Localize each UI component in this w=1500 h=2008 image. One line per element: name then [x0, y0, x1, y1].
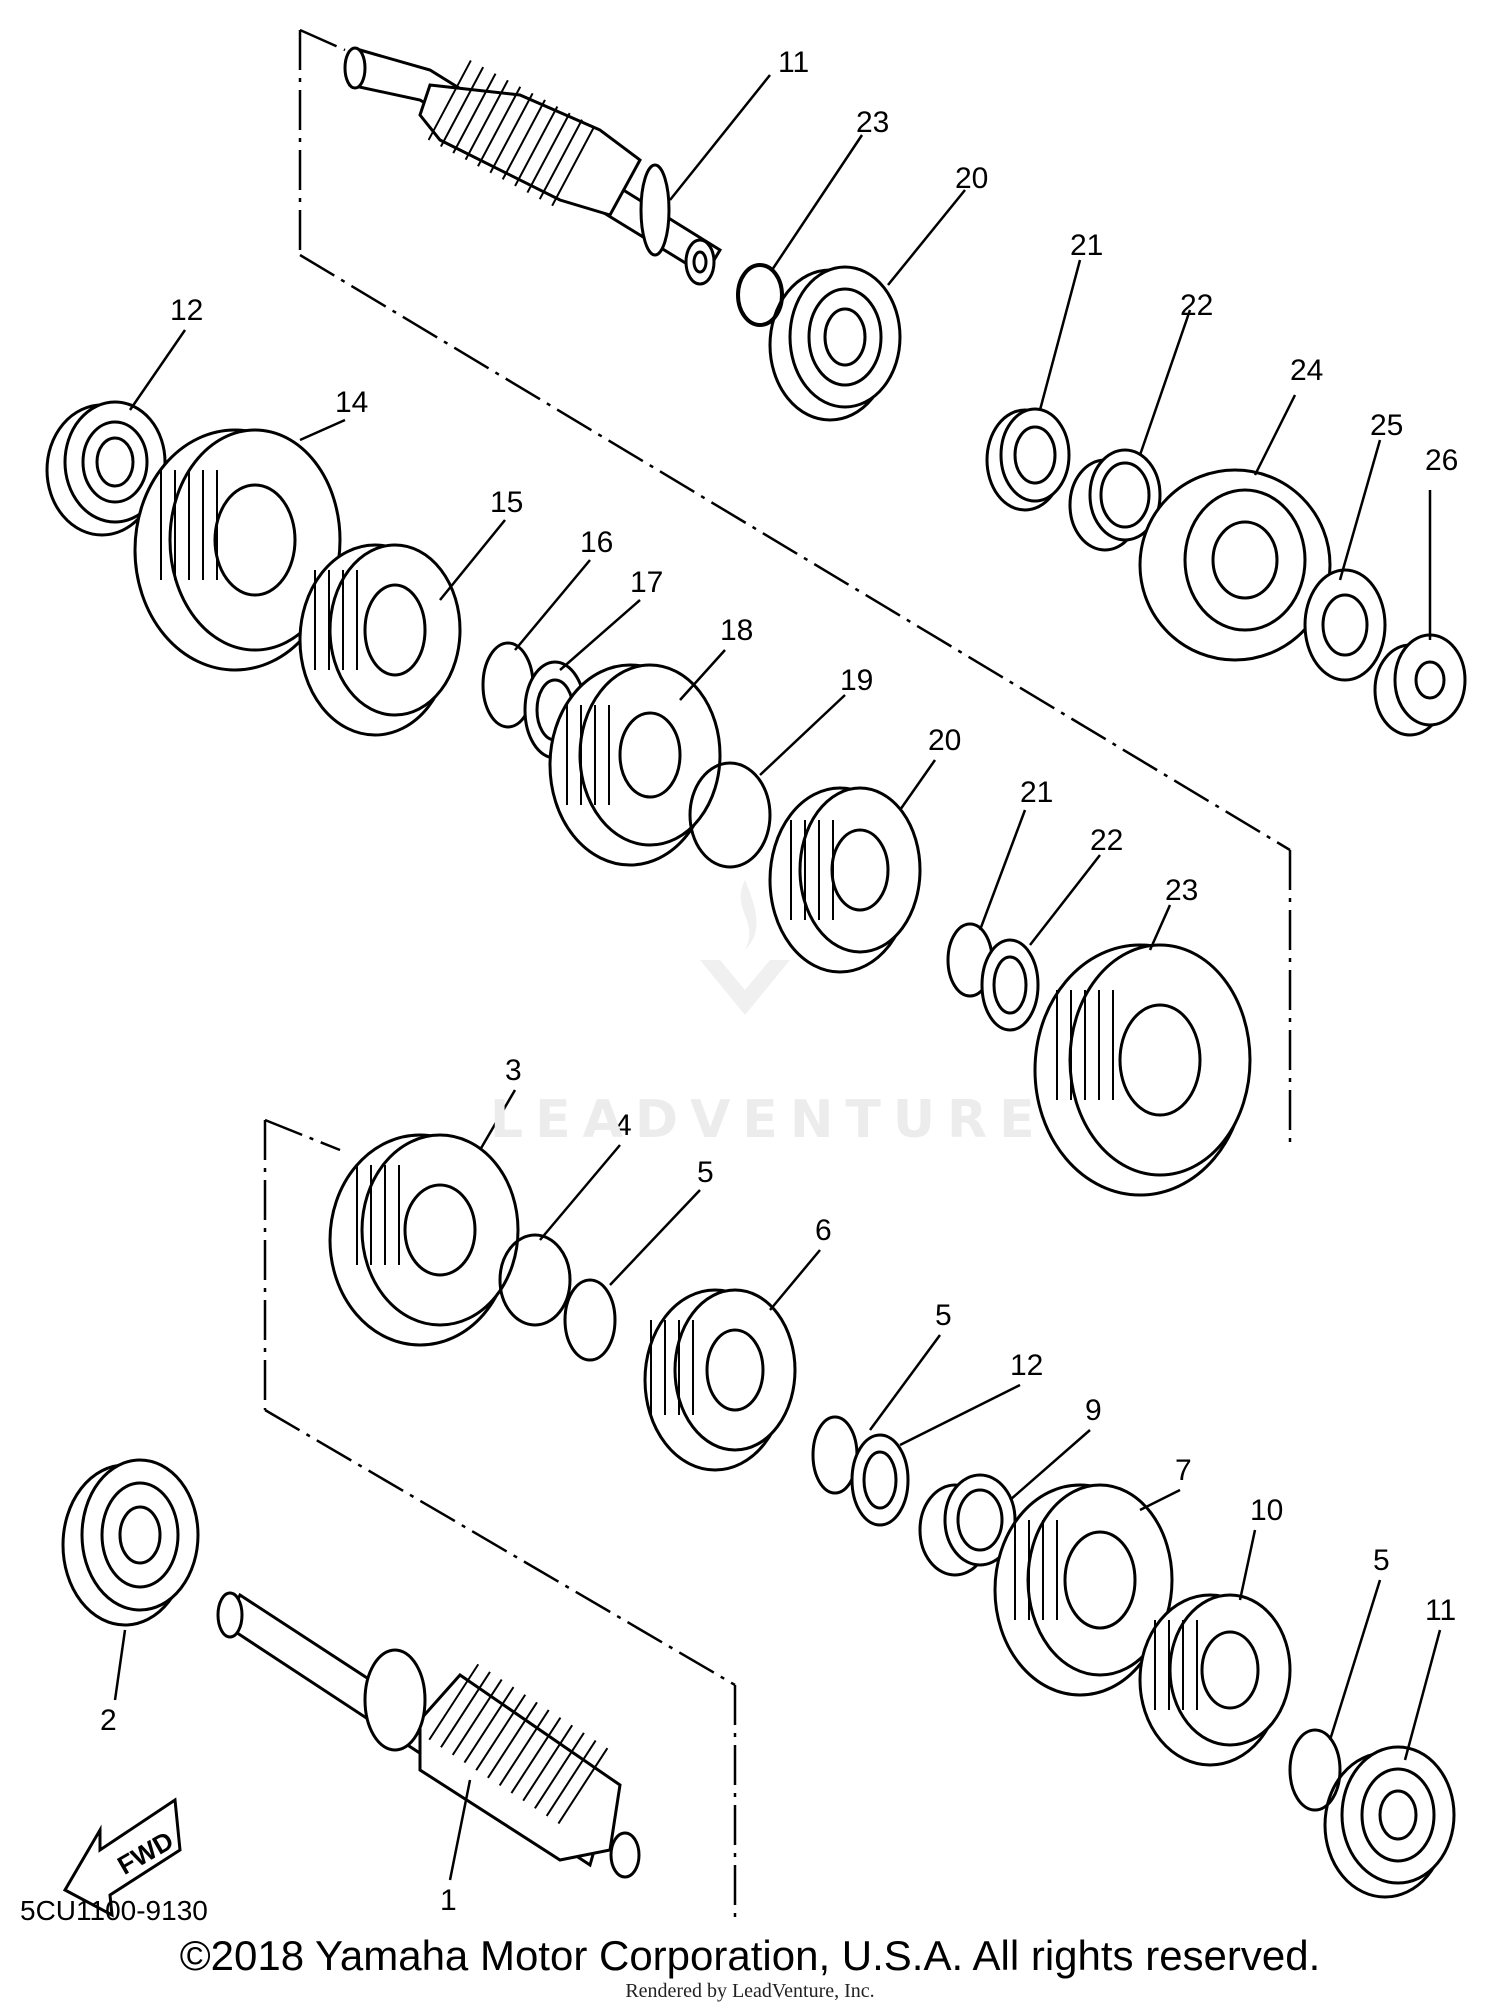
callout-19: 19 — [840, 664, 873, 697]
callout-17: 17 — [630, 566, 663, 599]
callout-10: 12 — [1010, 1349, 1043, 1382]
callout-22: 22 — [1090, 824, 1123, 857]
oil-seal-25 — [985, 407, 1071, 512]
rendered-by-notice: Rendered by LeadVenture, Inc. — [625, 1980, 875, 2002]
gear-18 — [548, 663, 722, 867]
nut-30 — [1373, 633, 1467, 737]
callout-24: 20 — [955, 162, 988, 195]
callout-14: 14 — [335, 386, 368, 419]
main-axle-shaft — [343, 46, 723, 286]
watermark-text: LEADVENTURE — [490, 1090, 1047, 1150]
drive-axle-group-frame — [263, 1118, 737, 1925]
gear-9 — [1138, 1593, 1292, 1767]
washer-22 — [980, 938, 1040, 1032]
washer-4 — [498, 1233, 572, 1327]
callout-labels: 11 23 20 21 22 24 25 26 12 14 15 16 17 1… — [100, 46, 1458, 1917]
callout-29: 25 — [1370, 409, 1403, 442]
callout-25: 21 — [1070, 229, 1103, 262]
gear-6 — [643, 1288, 797, 1472]
callout-16: 16 — [580, 526, 613, 559]
callout-15: 15 — [490, 486, 523, 519]
drive-axle-shaft — [216, 1591, 641, 1879]
callout-3: 3 — [505, 1054, 522, 1087]
callout-5-c: 5 — [1373, 1544, 1390, 1577]
gear-14 — [133, 428, 342, 672]
callout-26: 22 — [1180, 289, 1213, 322]
callout-21: 21 — [1020, 776, 1053, 809]
callout-23: 23 — [1165, 874, 1198, 907]
callout-30: 26 — [1425, 444, 1458, 477]
copyright-notice: ©2018 Yamaha Motor Corporation, U.S.A. A… — [179, 1932, 1321, 1979]
callout-5-b: 5 — [935, 1299, 952, 1332]
bearing-2 — [61, 1458, 200, 1627]
callout-28: 24 — [1290, 354, 1323, 387]
gear-23 — [1033, 943, 1252, 1197]
callout-20: 20 — [928, 724, 961, 757]
callout-13: 11 — [778, 46, 809, 79]
watermark-logo-icon — [700, 880, 790, 1015]
gear-20 — [768, 786, 922, 974]
callout-4: 4 — [615, 1109, 632, 1142]
callout-2: 2 — [100, 1704, 117, 1737]
drawing-code: 5CU1100-9130 — [20, 1895, 208, 1926]
callout-6: 6 — [815, 1214, 832, 1247]
collar-26 — [1068, 448, 1162, 552]
bearing-12 — [45, 400, 167, 537]
callout-5-a: 5 — [697, 1156, 714, 1189]
callout-11: 11 — [1425, 1594, 1456, 1627]
o-ring-27 — [736, 263, 784, 327]
lock-washer-29 — [1303, 568, 1387, 682]
callout-12: 12 — [170, 294, 203, 327]
washer-19 — [688, 761, 772, 869]
circlip-5-d — [1288, 1728, 1342, 1812]
callout-9: 10 — [1250, 1494, 1283, 1527]
bushing-8 — [918, 1473, 1017, 1577]
callout-8: 9 — [1085, 1394, 1102, 1427]
gear-7 — [993, 1483, 1174, 1697]
callout-18: 18 — [720, 614, 753, 647]
gear-3 — [328, 1133, 520, 1347]
callout-27: 23 — [856, 106, 889, 139]
callout-1: 1 — [440, 1884, 457, 1917]
bearing-11 — [1323, 1745, 1456, 1899]
circlip-5-a — [563, 1278, 617, 1362]
circlip-5-b — [811, 1415, 859, 1495]
washer-10 — [850, 1433, 910, 1527]
gear-15 — [298, 543, 462, 737]
callout-7: 7 — [1175, 1454, 1192, 1487]
main-axle-group-frame — [298, 28, 1292, 1145]
leader-lines — [113, 74, 1442, 1881]
bearing-24 — [768, 265, 902, 422]
drive-sprocket-28 — [1138, 468, 1332, 662]
